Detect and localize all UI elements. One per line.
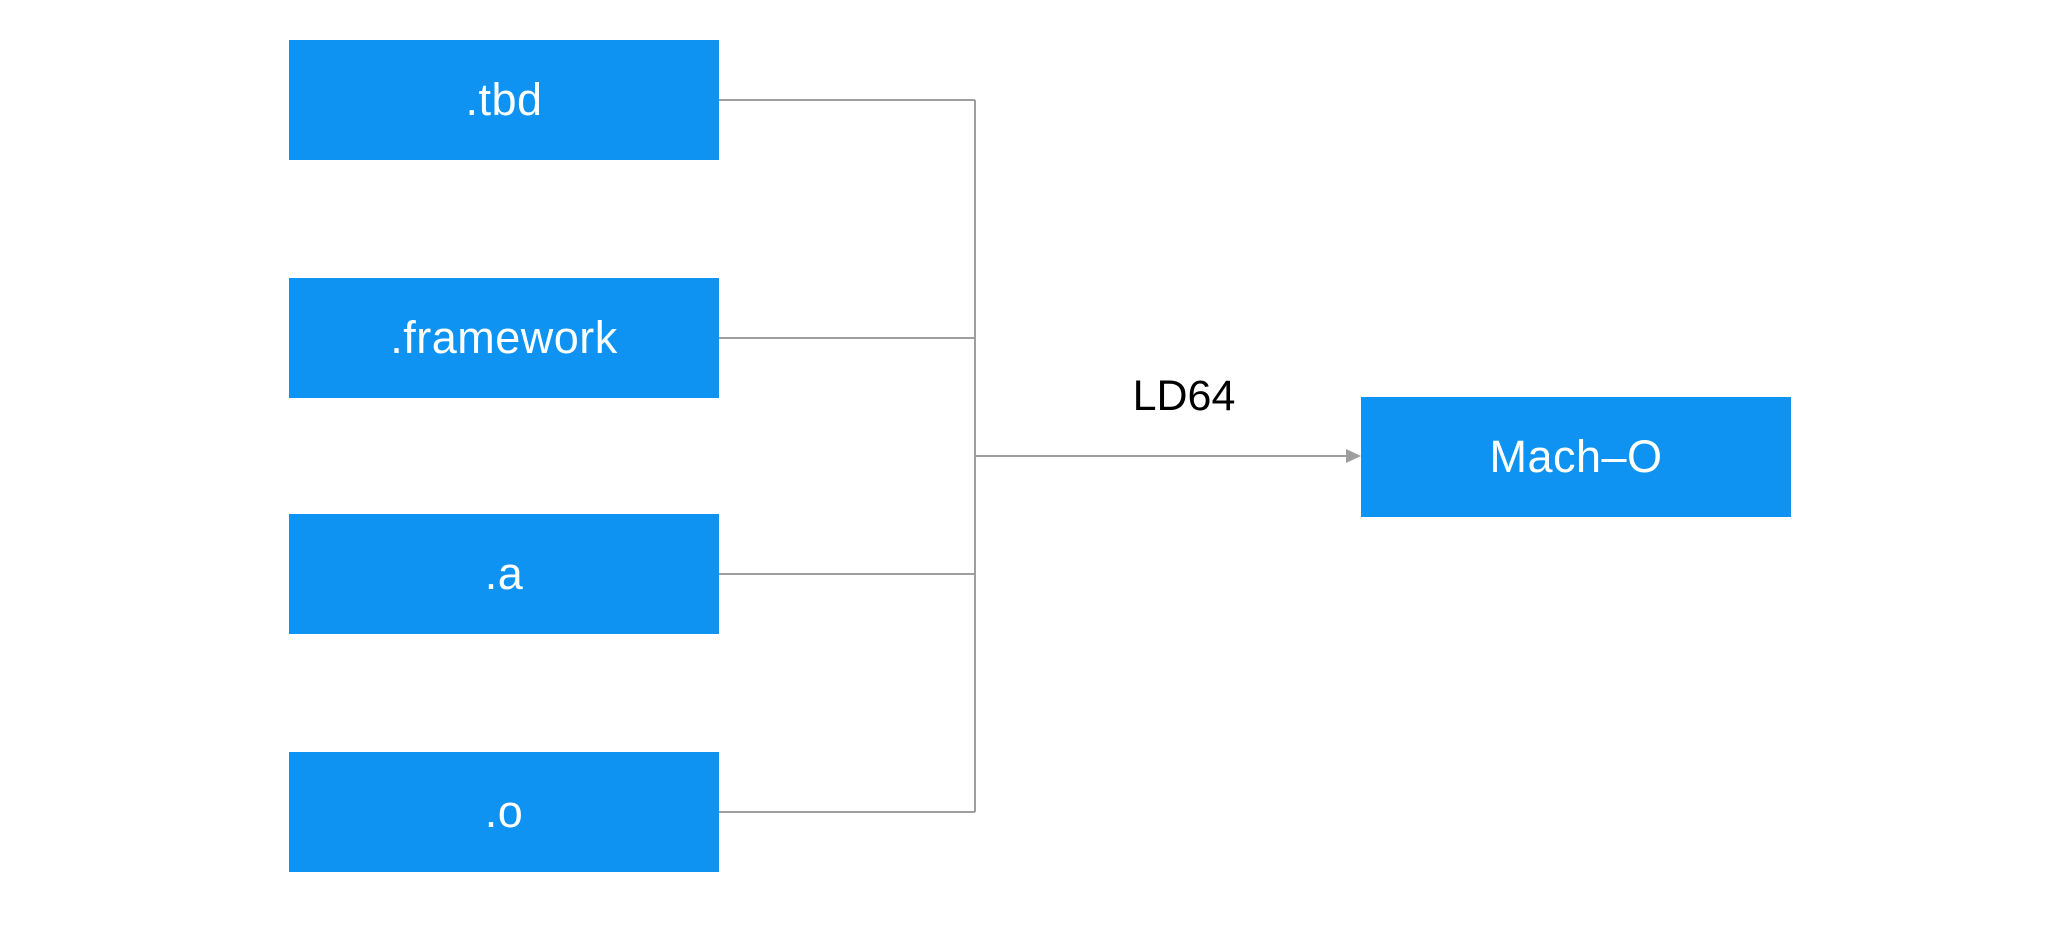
node-a: .a <box>289 514 719 634</box>
node-a-label: .a <box>484 548 524 599</box>
node-macho-label: Mach–O <box>1489 431 1663 482</box>
node-o: .o <box>289 752 719 872</box>
node-framework: .framework <box>289 278 719 398</box>
node-macho: Mach–O <box>1361 397 1791 517</box>
node-tbd-label: .tbd <box>465 74 543 125</box>
node-tbd: .tbd <box>289 40 719 160</box>
node-framework-label: .framework <box>390 312 618 363</box>
node-o-label: .o <box>484 786 524 837</box>
edge-label-ld64: LD64 <box>1132 372 1236 420</box>
arrowhead-icon <box>1346 449 1361 463</box>
